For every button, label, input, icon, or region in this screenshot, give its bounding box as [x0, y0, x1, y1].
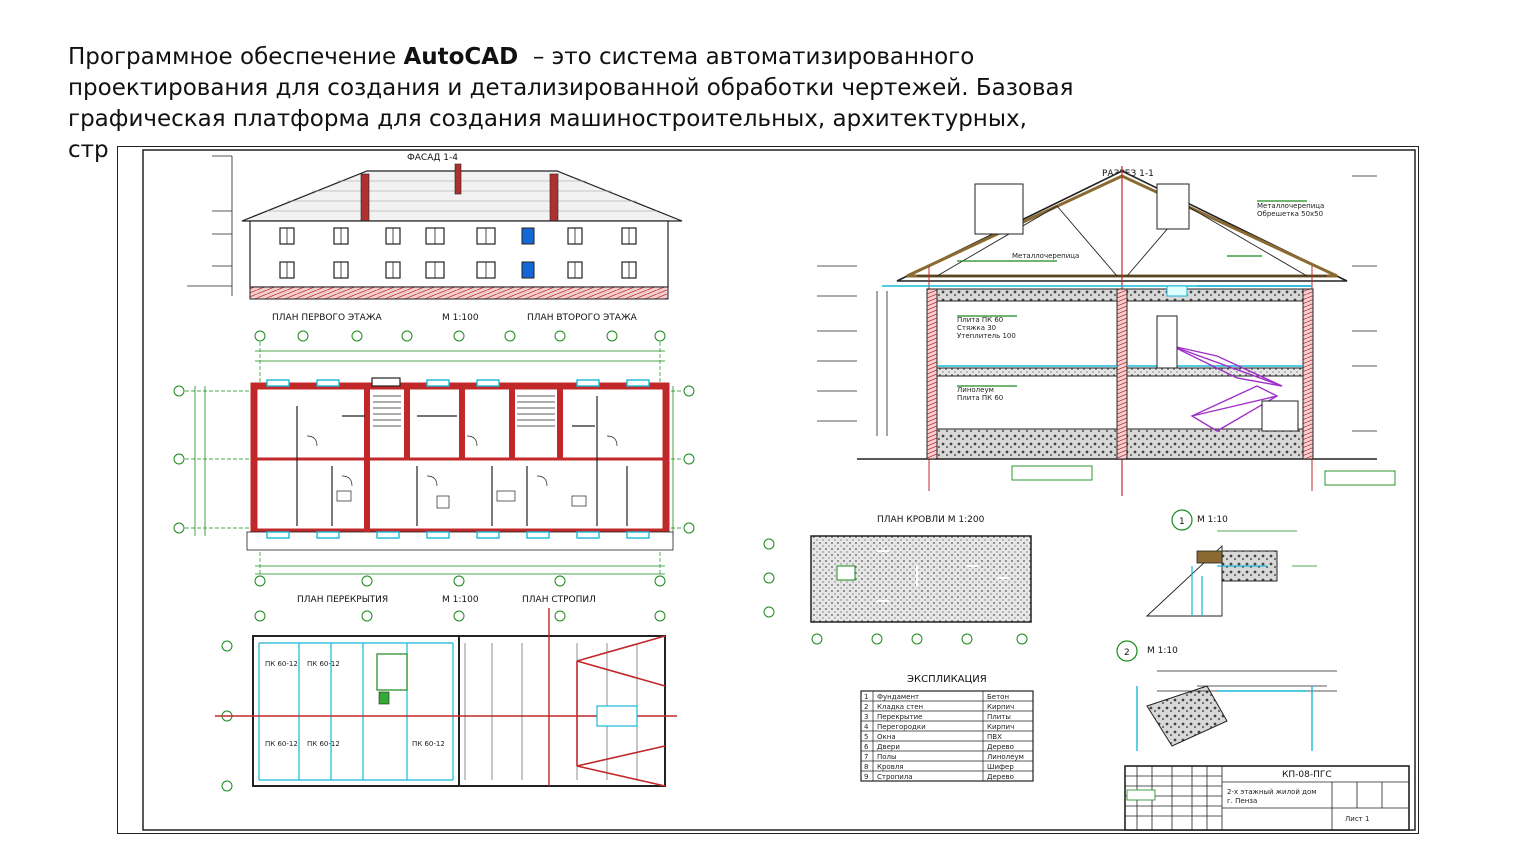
autocad-drawing: ФАСАД 1-4	[117, 146, 1419, 834]
line2: проектирования для создания и детализиро…	[68, 75, 1074, 101]
plan1-title: ПЛАН ПЕРВОГО ЭТАЖА	[272, 313, 383, 323]
svg-text:ПК 60-12: ПК 60-12	[307, 740, 340, 748]
floors-scale: М 1:100	[442, 595, 479, 605]
spec-row-name: Перегородки	[877, 723, 926, 731]
spec-row-value: ПВХ	[987, 733, 1002, 741]
stamp-title: КП-08-ПГС	[1282, 770, 1332, 780]
spec-row-name: Кровля	[877, 763, 904, 771]
spec-row-value: Дерево	[987, 773, 1014, 781]
spec-row-num: 2	[864, 703, 868, 711]
svg-text:Плита ПК 60: Плита ПК 60	[957, 316, 1003, 324]
node2-label: 2	[1124, 648, 1130, 658]
title-block: КП-08-ПГС 2-х этажный жилой дом г. Пенза…	[1124, 765, 1410, 831]
spec-row-num: 8	[864, 763, 868, 771]
facade-title: ФАСАД 1-4	[407, 153, 458, 163]
svg-text:Стяжка 30: Стяжка 30	[957, 324, 996, 332]
roof-plan: ПЛАН КРОВЛИ М 1:200	[763, 515, 1032, 645]
spec-row-value: Кирпич	[987, 723, 1014, 731]
line4: стр	[68, 137, 109, 163]
svg-text:Металлочерепица: Металлочерепица	[1257, 202, 1324, 210]
spec-row-name: Перекрытие	[877, 713, 922, 721]
spec-title: ЭКСПЛИКАЦИЯ	[907, 674, 987, 685]
spec-row-value: Плиты	[987, 713, 1011, 721]
spec-row-value: Бетон	[987, 693, 1009, 701]
spec-row-num: 3	[864, 713, 868, 721]
spec-row-name: Фундамент	[877, 693, 919, 701]
foundation-title: ПЛАН КРОВЛИ М 1:200	[877, 515, 985, 525]
inner-frame	[142, 149, 1416, 831]
svg-text:Плита ПК 60: Плита ПК 60	[957, 394, 1003, 402]
slide-text: Программное обеспечение AutoCAD – это си…	[68, 42, 1248, 166]
svg-text:Утеплитель 100: Утеплитель 100	[957, 332, 1016, 340]
spec-row-value: Шифер	[987, 763, 1014, 771]
drawing-svg: ФАСАД 1-4	[117, 146, 1419, 834]
spec-row-name: Окна	[877, 733, 896, 741]
spec-row-value: Линолеум	[987, 753, 1024, 761]
plan1-scale: М 1:100	[442, 313, 479, 323]
spec-row-value: Дерево	[987, 743, 1014, 751]
section: РАЗРЕЗ 1-1	[817, 166, 1396, 496]
svg-text:ПК 60-12: ПК 60-12	[265, 660, 298, 668]
line1-suffix: – это система автоматизированного	[518, 44, 975, 70]
facade: ФАСАД 1-4	[187, 153, 683, 300]
stamp-text2: г. Пенза	[1227, 797, 1257, 805]
spec-row-num: 5	[864, 733, 868, 741]
floor-plan: ПЛАН ПЕРВОГО ЭТАЖА М 1:100 ПЛАН ВТОРОГО …	[173, 313, 695, 587]
spec-row-num: 7	[864, 753, 868, 761]
autocad-brand: AutoCAD	[403, 44, 519, 70]
svg-text:Обрешетка 50х50: Обрешетка 50х50	[1257, 210, 1323, 218]
rafters-title: ПЛАН СТРОПИЛ	[522, 595, 596, 605]
spec-row-num: 9	[864, 773, 868, 781]
node-1: 1 М 1:10	[1145, 509, 1317, 617]
plan2-title: ПЛАН ВТОРОГО ЭТАЖА	[527, 313, 638, 323]
spec-row-name: Двери	[877, 743, 900, 751]
svg-text:Линолеум: Линолеум	[957, 386, 994, 394]
svg-text:ПК 60-12: ПК 60-12	[265, 740, 298, 748]
line1-prefix: Программное обеспечение	[68, 44, 404, 70]
spec-row-name: Кладка стен	[877, 703, 923, 711]
spec-row-num: 6	[864, 743, 869, 751]
node1-scale: М 1:10	[1197, 515, 1228, 525]
stamp-text1: 2-х этажный жилой дом	[1227, 788, 1317, 796]
line3: графическая платформа для создания машин…	[68, 106, 1027, 132]
svg-text:Металлочерепица: Металлочерепица	[1012, 252, 1079, 260]
spec-row-num: 1	[864, 693, 868, 701]
floors-title: ПЛАН ПЕРЕКРЫТИЯ	[297, 595, 388, 605]
node-2: 2 М 1:10	[1116, 640, 1337, 751]
svg-text:ПК 60-12: ПК 60-12	[412, 740, 445, 748]
node2-scale: М 1:10	[1147, 646, 1178, 656]
spec-row-name: Полы	[877, 753, 897, 761]
floors-plan: ПЛАН ПЕРЕКРЫТИЯ М 1:100 ПЛАН СТРОПИЛ	[215, 595, 677, 792]
svg-text:ПК 60-12: ПК 60-12	[307, 660, 340, 668]
spec-row-name: Стропила	[877, 773, 913, 781]
spec-row-num: 4	[864, 723, 869, 731]
spec-row-value: Кирпич	[987, 703, 1014, 711]
stamp-sheet: Лист 1	[1345, 815, 1369, 823]
node1-label: 1	[1179, 517, 1185, 527]
